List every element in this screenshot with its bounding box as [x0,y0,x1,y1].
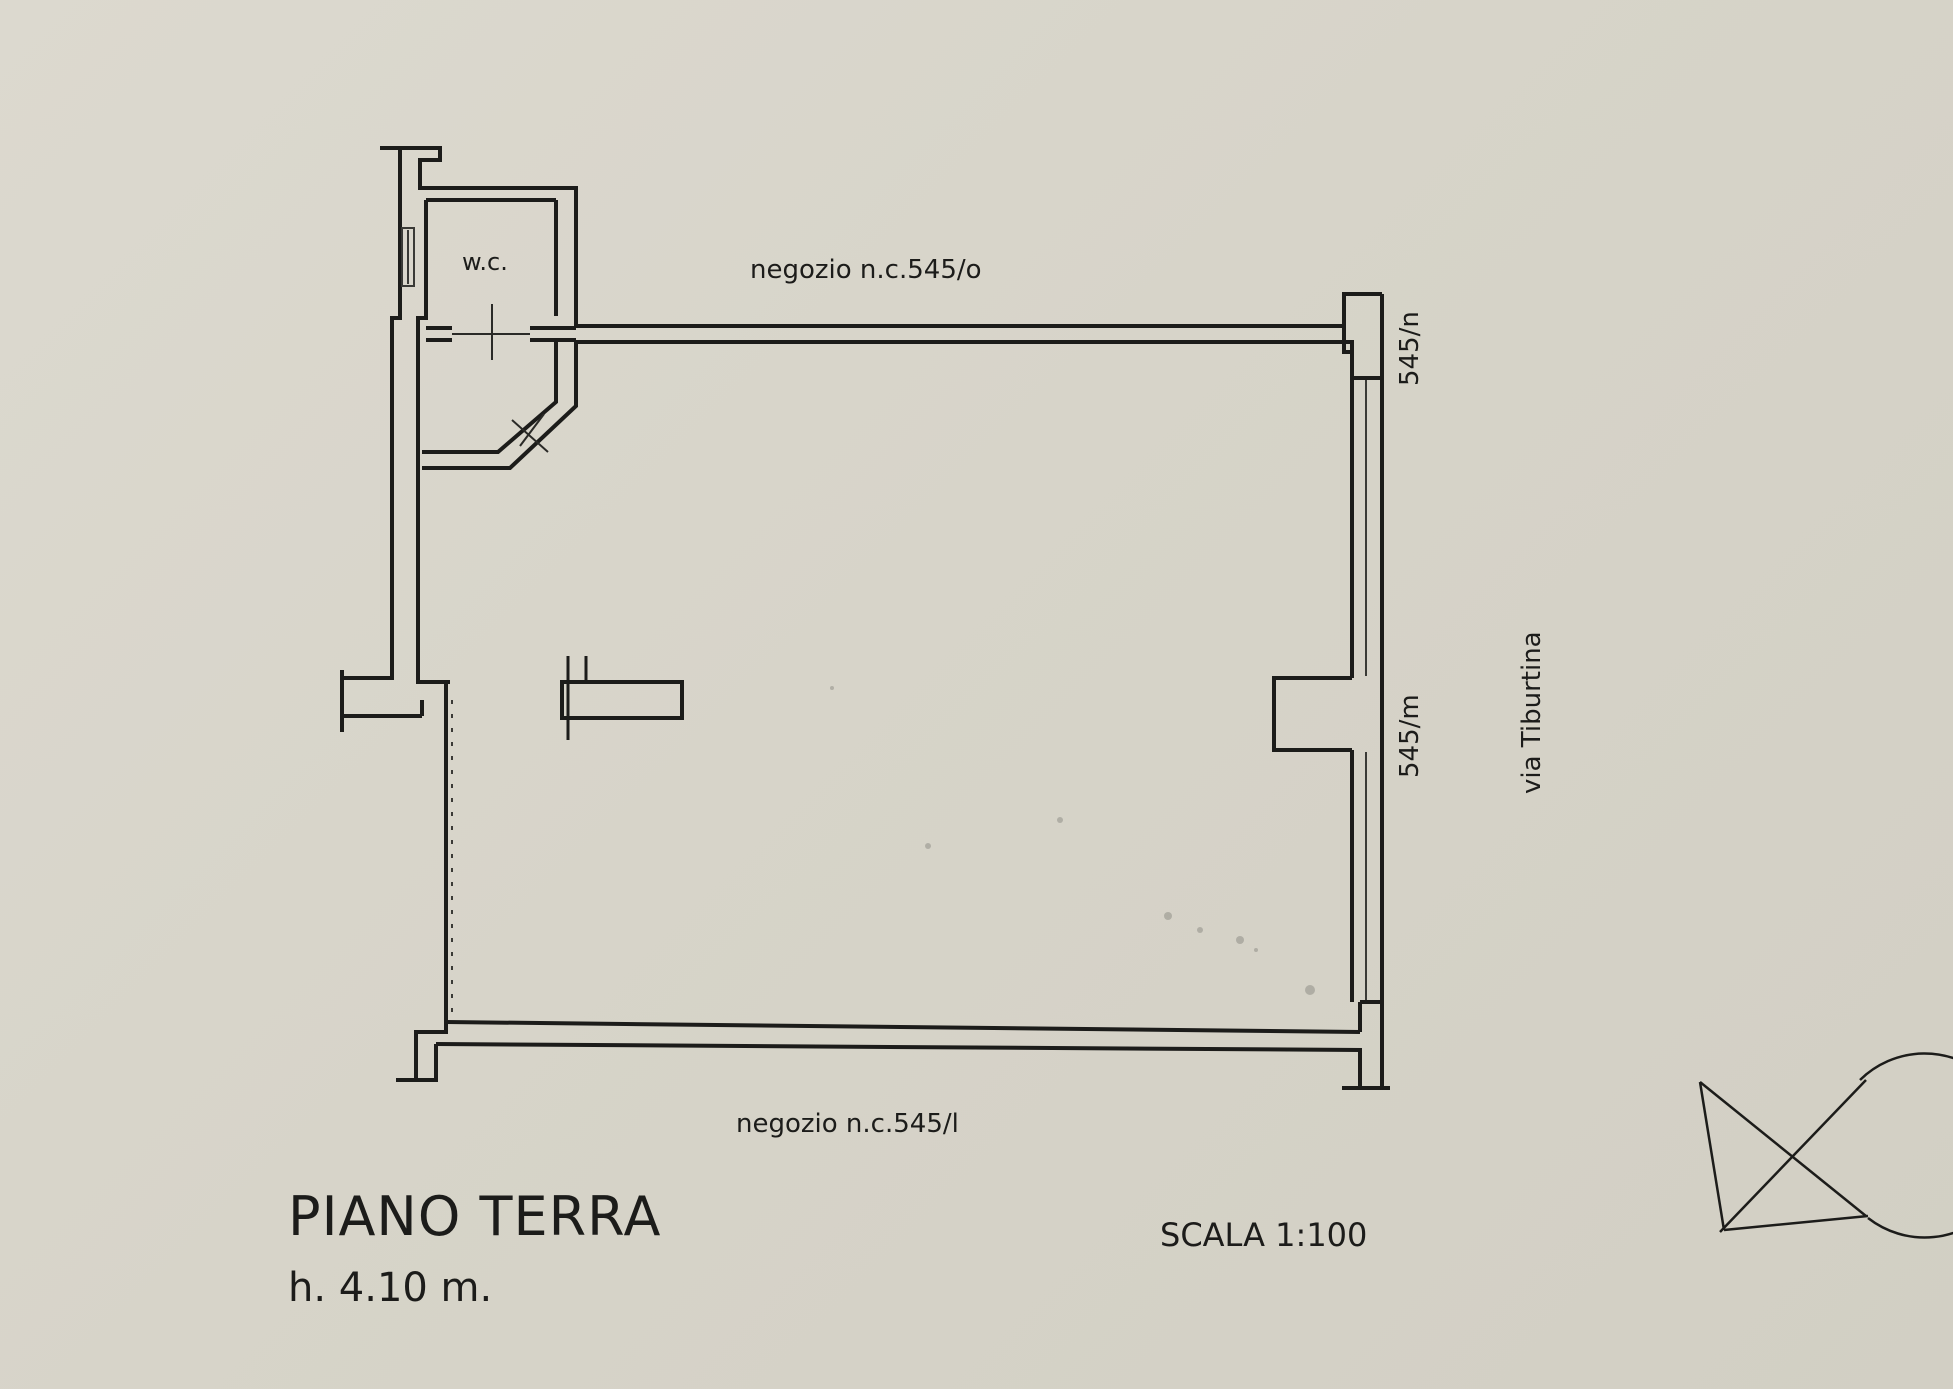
left-wall-inner [340,148,402,732]
civic-number-upper: 545/n [1395,311,1425,386]
closet-door [511,419,549,453]
wc-label: w.c. [462,248,508,276]
bottom-left-corner [396,1044,438,1082]
neighbor-shop-bottom-label: negozio n.c.545/l [736,1109,959,1139]
internal-pillar-stub [566,656,588,740]
walls [340,146,1390,1090]
title-block: PIANO TERRA h. 4.10 m. [288,1185,662,1311]
scale-label: SCALA 1:100 [1160,1216,1368,1254]
closet-right-wall-2 [422,340,578,470]
street-name: via Tiburtina [1517,631,1547,794]
right-bottom-pillar [1358,1000,1384,1088]
floor-height: h. 4.10 m. [288,1265,493,1311]
doors [452,304,549,453]
bottom-wall-inner [445,1020,1361,1034]
internal-pillar [560,680,684,720]
right-top-pillar [1342,294,1384,380]
left-pillar-bump-2 [420,680,450,716]
bottom-wall-outer [435,1042,1362,1088]
closet-right-wall [422,340,558,454]
left-pillar-bump [340,670,422,732]
civic-number-lower: 545/m [1395,694,1425,778]
wc-window [401,227,415,287]
floor-title: PIANO TERRA [288,1185,662,1248]
left-wall-upper [380,146,1382,328]
north-arrow-icon [1698,1052,1953,1239]
top-wall-inner [576,340,1354,354]
neighbor-shop-top-label: negozio n.c.545/o [750,255,982,285]
windows [401,227,1367,1020]
scan-artifacts [830,686,1315,995]
right-mid-pillar [1272,676,1352,752]
left-wall-inner-b [414,200,448,1080]
